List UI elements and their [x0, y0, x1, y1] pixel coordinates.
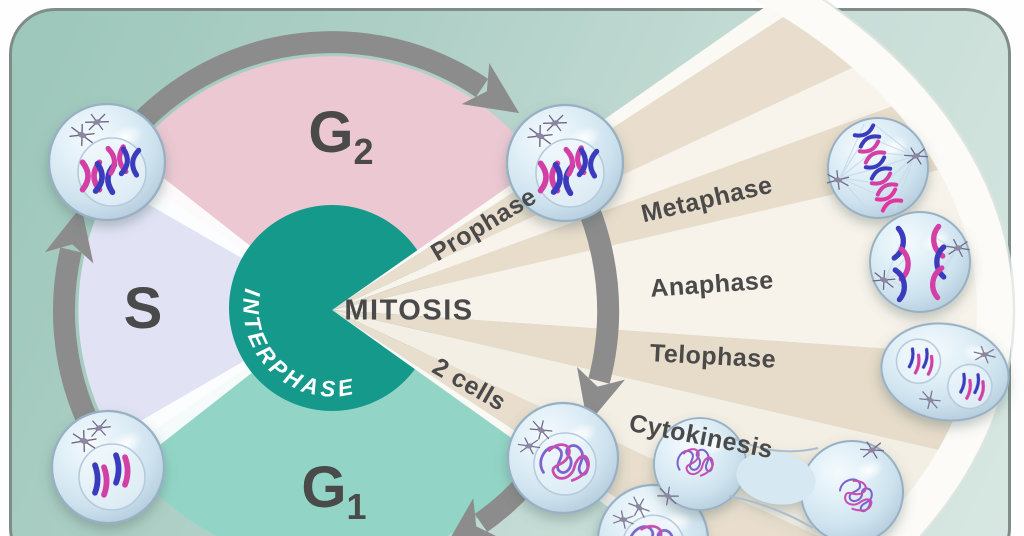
cell-s-phase	[52, 411, 164, 523]
cell-cytokinesis	[653, 417, 905, 536]
sector-label-g1: G1	[301, 459, 366, 525]
sector-letter: S	[123, 276, 163, 341]
sector-subscript: 1	[346, 486, 367, 527]
cell-telophase	[880, 322, 1010, 422]
fan-rim	[0, 0, 995, 536]
fan-stripe-telophase	[332, 310, 995, 472]
sector-label-s: S	[124, 280, 163, 338]
cell-g1-daughter	[508, 403, 618, 513]
sector-letter: G	[301, 455, 347, 520]
cell-g2-left	[49, 104, 165, 220]
sector-label-g2: G2	[308, 104, 373, 170]
sector-g1	[122, 310, 547, 536]
sector-subscript: 2	[353, 131, 374, 172]
cell-anaphase	[870, 212, 970, 312]
sector-letter: G	[308, 100, 354, 165]
interphase-pie: INTERPHASE	[78, 56, 547, 536]
sector-g2	[122, 56, 547, 311]
cell-metaphase	[826, 118, 929, 218]
interphase-circle	[229, 205, 435, 411]
sector-s	[78, 168, 332, 452]
mitosis-label: MITOSIS	[344, 294, 474, 327]
arrow-g2-to-mitosis	[112, 31, 520, 152]
phase-label-telophase: Telophase	[649, 339, 777, 374]
